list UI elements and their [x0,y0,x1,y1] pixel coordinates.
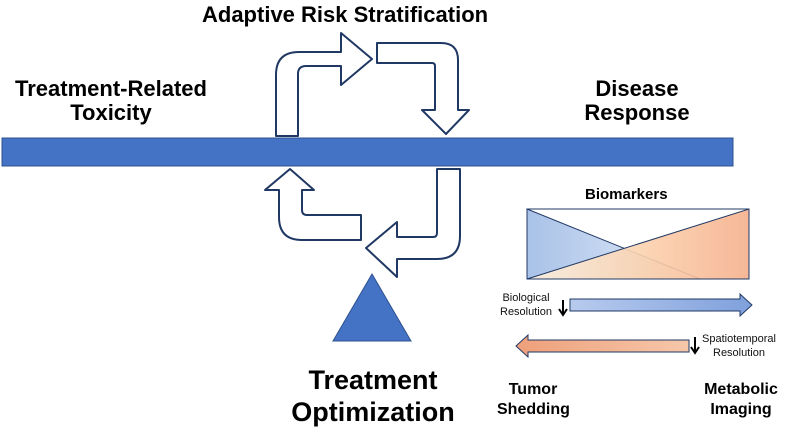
tumor-shedding-label: Tumor Shedding [497,380,570,420]
metabolic-imaging-line-2: Imaging [710,401,772,418]
title-label: Adaptive Risk Stratification [202,2,489,27]
seesaw-beam [1,137,734,167]
cycle-arrow-bottom-left [264,168,362,241]
toxicity-line-2: Toxicity [70,100,152,126]
spatiotemporal-resolution-line-2: Resolution [713,347,765,360]
spatiotemporal-down-arrow-icon [690,337,700,355]
treatment-optimization-label: Treatment Optimization [288,364,458,429]
disease-response-label: Disease Response [569,76,705,126]
toxicity-label: Treatment-Related Toxicity [15,76,207,126]
tumor-shedding-line-1: Tumor [508,381,558,398]
biological-resolution-line-1: Biological [502,292,550,304]
metabolic-imaging-label: Metabolic Imaging [701,380,781,420]
cycle-arrow-top-right [376,42,470,135]
treatment-optimization-line-2: Optimization [291,397,455,428]
disease-response-line-1: Disease [595,76,679,101]
treatment-optimization-line-1: Treatment [308,365,438,395]
toxicity-line-1: Treatment-Related [15,76,207,101]
biological-resolution-arrow [569,292,753,318]
cycle-arrow-top-left [275,32,373,137]
spatiotemporal-resolution-line-1: Spatiotemporal [702,333,776,345]
metabolic-imaging-line-1: Metabolic [704,381,778,398]
spatiotemporal-resolution-label: Spatiotemporal Resolution [702,332,776,361]
biological-down-arrow-icon [558,300,568,317]
disease-response-line-2: Response [584,100,690,126]
biological-resolution-label: Biological Resolution [500,291,552,320]
fulcrum-triangle [332,273,412,342]
biomarkers-title: Biomarkers [585,186,668,203]
biological-resolution-line-2: Resolution [500,306,552,319]
tumor-shedding-line-2: Shedding [497,401,570,418]
cycle-arrow-bottom-right [365,168,461,278]
spatiotemporal-resolution-arrow [515,333,690,359]
